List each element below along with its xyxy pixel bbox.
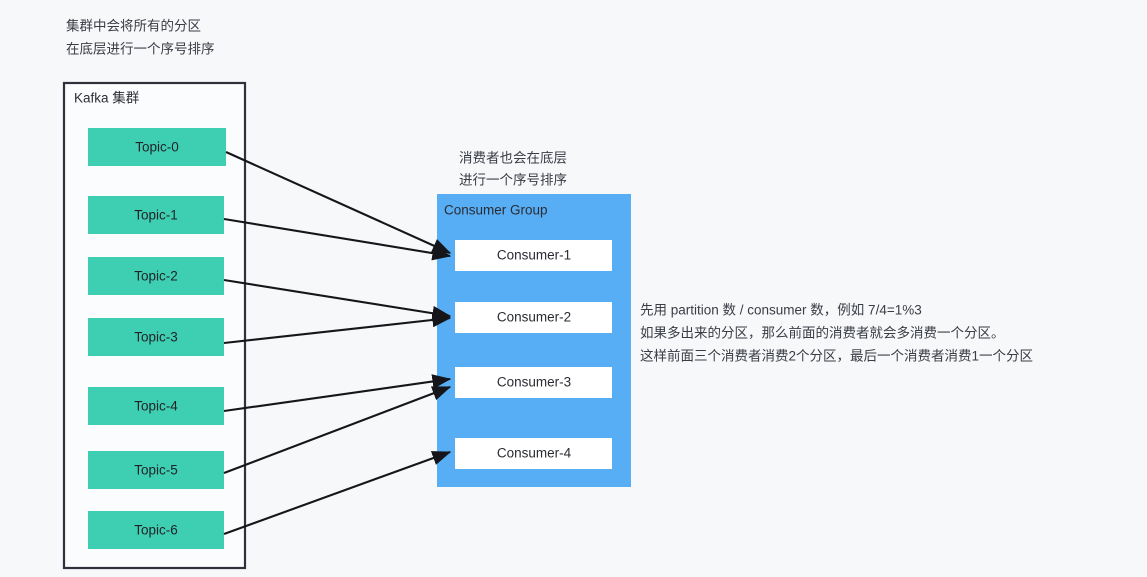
consumer-label: Consumer-2 <box>497 310 571 325</box>
topic-box[interactable] <box>88 387 224 425</box>
consumer-item-3[interactable]: Consumer-4 <box>455 438 612 469</box>
cluster-note-line-1: 集群中会将所有的分区 <box>66 19 201 34</box>
consumer-label: Consumer-1 <box>497 248 571 263</box>
topic-box[interactable] <box>88 511 224 549</box>
topic-item-2[interactable]: Topic-2 <box>88 257 224 295</box>
rule-note-line-3: 这样前面三个消费者消费2个分区，最后一个消费者消费1一个分区 <box>640 348 1033 364</box>
consumer-list: Consumer-1 Consumer-2 Consumer-3 Consume… <box>455 240 612 469</box>
topic-box[interactable] <box>88 318 224 356</box>
topic-item-0[interactable]: Topic-0 <box>88 128 226 166</box>
rule-note-line-2: 如果多出来的分区，那么前面的消费者就会多消费一个分区。 <box>640 325 1005 341</box>
topic-label: Topic-5 <box>134 463 178 478</box>
topic-list: Topic-0 Topic-1 Topic-2 Topic-3 Topic-4 … <box>88 128 226 549</box>
arrow-topic4-to-consumer3 <box>223 374 452 413</box>
cluster-note: 集群中会将所有的分区 在底层进行一个序号排序 <box>66 19 215 57</box>
consumer-note-line-1: 消费者也会在底层 <box>459 151 567 166</box>
consumer-note-line-2: 进行一个序号排序 <box>459 173 567 188</box>
rule-note-line-1: 先用 partition 数 / consumer 数，例如 7/4=1%3 <box>640 303 922 318</box>
kafka-cluster-title: Kafka 集群 <box>74 91 140 106</box>
consumer-item-0[interactable]: Consumer-1 <box>455 240 612 271</box>
consumer-item-1[interactable]: Consumer-2 <box>455 302 612 333</box>
topic-item-5[interactable]: Topic-5 <box>88 451 224 489</box>
topic-item-4[interactable]: Topic-4 <box>88 387 224 425</box>
consumer-group-title: Consumer Group <box>444 203 548 218</box>
topic-item-3[interactable]: Topic-3 <box>88 318 224 356</box>
topic-item-6[interactable]: Topic-6 <box>88 511 224 549</box>
arrow-topic3-to-consumer2 <box>223 312 452 345</box>
cluster-note-line-2: 在底层进行一个序号排序 <box>66 42 215 57</box>
topic-label: Topic-4 <box>134 399 178 414</box>
arrow-topic2-to-consumer2 <box>223 278 452 321</box>
connection-arrows <box>223 151 452 535</box>
consumer-note: 消费者也会在底层 进行一个序号排序 <box>459 151 567 188</box>
consumer-label: Consumer-4 <box>497 446 572 461</box>
consumer-item-2[interactable]: Consumer-3 <box>455 367 612 398</box>
rule-note: 先用 partition 数 / consumer 数，例如 7/4=1%3 如… <box>640 303 1033 364</box>
topic-label: Topic-3 <box>134 330 178 345</box>
consumer-box[interactable] <box>455 367 612 398</box>
topic-label: Topic-1 <box>134 208 178 223</box>
consumer-box[interactable] <box>455 302 612 333</box>
arrow-topic6-to-consumer4 <box>223 451 452 535</box>
arrow-topic5-to-consumer3 <box>223 386 452 474</box>
topic-box[interactable] <box>88 451 224 489</box>
topic-item-1[interactable]: Topic-1 <box>88 196 224 234</box>
topic-box[interactable] <box>88 196 224 234</box>
topic-box[interactable] <box>88 257 224 295</box>
topic-label: Topic-0 <box>135 140 179 155</box>
arrow-topic0-to-consumer1 <box>225 151 452 254</box>
topic-label: Topic-6 <box>134 523 178 538</box>
topic-box[interactable] <box>88 128 226 166</box>
topic-label: Topic-2 <box>134 269 178 284</box>
consumer-box[interactable] <box>455 438 612 469</box>
arrow-topic1-to-consumer1 <box>223 217 452 261</box>
consumer-box[interactable] <box>455 240 612 271</box>
consumer-label: Consumer-3 <box>497 375 571 390</box>
